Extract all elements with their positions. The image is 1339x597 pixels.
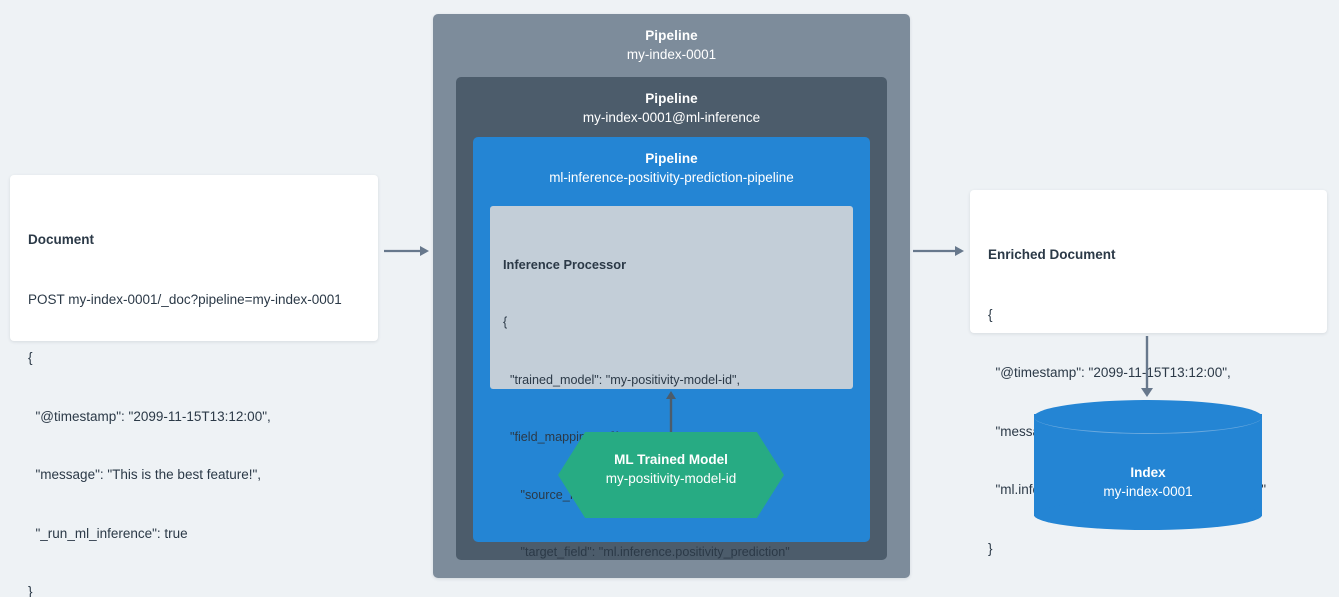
- inference-processor-line: "trained_model": "my-positivity-model-id…: [503, 372, 740, 387]
- inference-processor-title: Inference Processor: [503, 257, 627, 273]
- pipeline-outer: Pipeline my-index-0001 Pipeline my-index…: [433, 14, 910, 578]
- index-cylinder: Index my-index-0001: [1034, 400, 1262, 530]
- enriched-document-line: "@timestamp": "2099-11-15T13:12:00",: [988, 365, 1231, 380]
- pipeline-inner: Pipeline ml-inference-positivity-predict…: [473, 137, 870, 559]
- index-name: my-index-0001: [1103, 484, 1193, 499]
- arrow-pipeline-to-enriched-icon: [913, 244, 965, 263]
- document-card-line: "message": "This is the best feature!",: [28, 467, 262, 482]
- inference-processor-card: Inference Processor { "trained_model": "…: [490, 206, 853, 559]
- document-card-line: "@timestamp": "2099-11-15T13:12:00",: [28, 408, 271, 424]
- inference-processor-line: {: [503, 315, 508, 330]
- ml-trained-model-name: my-positivity-model-id: [605, 471, 737, 486]
- enriched-document-card: Enriched Document { "@timestamp": "2099-…: [970, 190, 1327, 556]
- pipeline-middle-kind: Pipeline: [645, 91, 698, 106]
- pipeline-inner-kind: Pipeline: [645, 151, 698, 166]
- inference-processor-line: "target_field": "ml.inference.positivity…: [503, 545, 790, 560]
- document-card-title: Document: [28, 232, 95, 247]
- document-card-line: {: [28, 350, 33, 365]
- cylinder-bottom-ellipse: [1034, 500, 1262, 530]
- pipeline-inner-header: Pipeline ml-inference-positivity-predict…: [473, 137, 870, 187]
- enriched-document-line: }: [988, 540, 993, 556]
- document-card: Document POST my-index-0001/_doc?pipelin…: [10, 175, 378, 597]
- cylinder-top-ellipse: [1034, 400, 1262, 434]
- enriched-document-line: {: [988, 306, 993, 322]
- arrow-enriched-to-index-icon: [1139, 336, 1155, 403]
- ml-trained-model-kind: ML Trained Model: [614, 452, 728, 467]
- pipeline-inner-name: ml-inference-positivity-prediction-pipel…: [549, 170, 794, 185]
- ml-trained-model-node: ML Trained Model my-positivity-model-id: [558, 432, 784, 518]
- document-card-line: "_run_ml_inference": true: [28, 525, 188, 541]
- index-label: Index my-index-0001: [1034, 464, 1262, 501]
- index-kind: Index: [1130, 465, 1166, 480]
- pipeline-middle-header: Pipeline my-index-0001@ml-inference: [456, 77, 887, 127]
- arrow-document-to-pipeline-icon: [384, 244, 430, 263]
- pipeline-outer-name: my-index-0001: [626, 47, 717, 62]
- pipeline-middle-name: my-index-0001@ml-inference: [582, 110, 761, 125]
- document-card-line: POST my-index-0001/_doc?pipeline=my-inde…: [28, 291, 342, 307]
- document-card-line: }: [28, 584, 33, 597]
- arrow-model-to-processor-icon: [663, 390, 679, 443]
- pipeline-outer-header: Pipeline my-index-0001: [433, 14, 910, 64]
- pipeline-outer-kind: Pipeline: [645, 28, 698, 43]
- enriched-document-title: Enriched Document: [988, 247, 1116, 262]
- pipeline-middle: Pipeline my-index-0001@ml-inference Pipe…: [456, 77, 887, 560]
